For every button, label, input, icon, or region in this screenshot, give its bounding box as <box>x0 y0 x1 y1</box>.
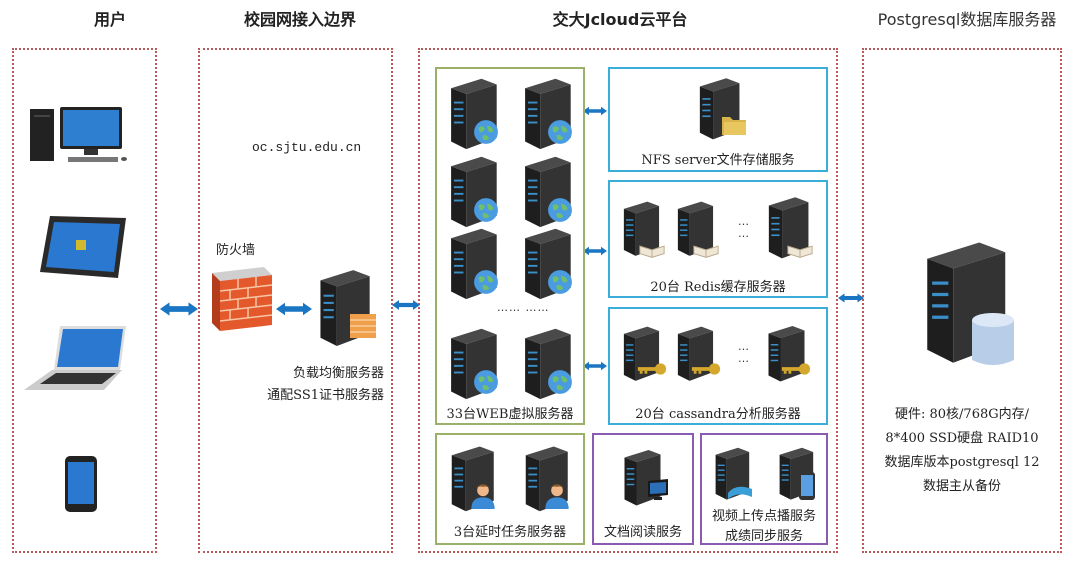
web-server-icon <box>443 75 501 155</box>
doc-server-icon <box>618 447 668 511</box>
redis-box: … … 20台 Redis缓存服务器 <box>608 180 828 298</box>
mini-firewall-icon <box>350 314 376 338</box>
jcloud-zone <box>418 48 838 553</box>
nfs-label: NFS server文件存储服务 <box>641 153 795 168</box>
db-spec-line1: 硬件: 80核/768G内存/ <box>894 407 1029 422</box>
nfs-server-icon <box>692 75 746 145</box>
film-icon <box>728 486 752 499</box>
delay-task-server-icon <box>517 443 573 517</box>
redis-ellipsis: … … <box>738 215 750 240</box>
jcloud-section-title: 交大Jcloud云平台 <box>552 10 688 29</box>
db-section-title: Postgresql数据库服务器 <box>877 10 1057 29</box>
cassandra-box: … … 20台 cassandra分析服务器 <box>608 307 828 425</box>
database-cylinder-icon <box>972 313 1014 365</box>
web-server-icon <box>443 153 501 233</box>
doc-reading-box: 文档阅读服务 <box>592 433 694 545</box>
cassandra-server-icon <box>672 323 716 387</box>
redis-server-icon <box>762 194 812 264</box>
web-server-icon <box>517 75 575 155</box>
video-label-line2: 成绩同步服务 <box>724 529 803 544</box>
sync-server-icon <box>774 445 816 505</box>
db-server-icon <box>908 236 1018 370</box>
jcloud-db-arrow <box>838 292 864 304</box>
cassandra-server-icon <box>762 323 808 387</box>
laptop-icon <box>24 322 129 396</box>
redis-server-icon <box>618 198 662 262</box>
web-cassandra-arrow <box>583 360 607 372</box>
desktop-computer-icon <box>28 107 128 171</box>
doc-reading-label: 文档阅读服务 <box>603 525 682 540</box>
delay-task-box: 3台延时任务服务器 <box>435 433 585 545</box>
phone-icon <box>799 472 815 500</box>
tablet-icon <box>38 214 128 284</box>
cassandra-ellipsis: … … <box>738 340 750 365</box>
monitor-icon <box>648 479 668 500</box>
users-zone <box>12 48 157 553</box>
web-servers-label: 33台WEB虚拟服务器 <box>446 407 574 422</box>
lb-label-line1: 负载均衡服务器 <box>292 366 384 381</box>
web-server-icon <box>443 325 501 405</box>
video-label-line1: 视频上传点播服务 <box>711 509 816 524</box>
web-server-icon <box>517 225 575 305</box>
users-edge-arrow <box>160 302 198 316</box>
db-spec-line2: 8*400 SSD硬盘 RAID10 <box>885 431 1039 446</box>
lb-label-line2: 通配SS1证书服务器 <box>267 388 384 403</box>
cassandra-label: 20台 cassandra分析服务器 <box>635 407 801 422</box>
firewall-icon <box>208 263 273 335</box>
campus-edge-zone <box>198 48 393 553</box>
db-spec-line4: 数据主从备份 <box>922 479 1001 494</box>
users-section-title: 用户 <box>93 10 126 29</box>
delay-task-label: 3台延时任务服务器 <box>453 525 567 540</box>
db-zone <box>862 48 1062 553</box>
web-ellipsis: …… …… <box>497 301 550 314</box>
cassandra-server-icon <box>618 323 662 387</box>
edge-jcloud-arrow <box>392 298 420 312</box>
firewall-lb-arrow <box>276 302 312 316</box>
web-redis-arrow <box>583 245 607 257</box>
redis-server-icon <box>672 198 716 262</box>
web-server-icon <box>443 225 501 305</box>
redis-label: 20台 Redis缓存服务器 <box>650 280 786 295</box>
web-nfs-arrow <box>583 105 607 117</box>
smartphone-icon <box>63 456 99 516</box>
web-server-icon <box>517 325 575 405</box>
web-server-icon <box>517 153 575 233</box>
nfs-box: NFS server文件存储服务 <box>608 67 828 172</box>
load-balancer-server-icon <box>312 266 376 352</box>
domain-label: oc.sjtu.edu.cn <box>252 140 362 155</box>
firewall-label: 防火墙 <box>216 243 256 258</box>
web-servers-box: …… …… 33台WEB虚拟服务器 <box>435 67 585 425</box>
campus-edge-section-title: 校园网接入边界 <box>243 10 356 29</box>
db-spec-line3: 数据库版本postgresql 12 <box>884 455 1040 470</box>
delay-task-server-icon <box>443 443 499 517</box>
folder-icon <box>722 117 746 135</box>
video-server-icon <box>710 445 752 505</box>
video-service-box: 视频上传点播服务 成绩同步服务 <box>700 433 828 545</box>
